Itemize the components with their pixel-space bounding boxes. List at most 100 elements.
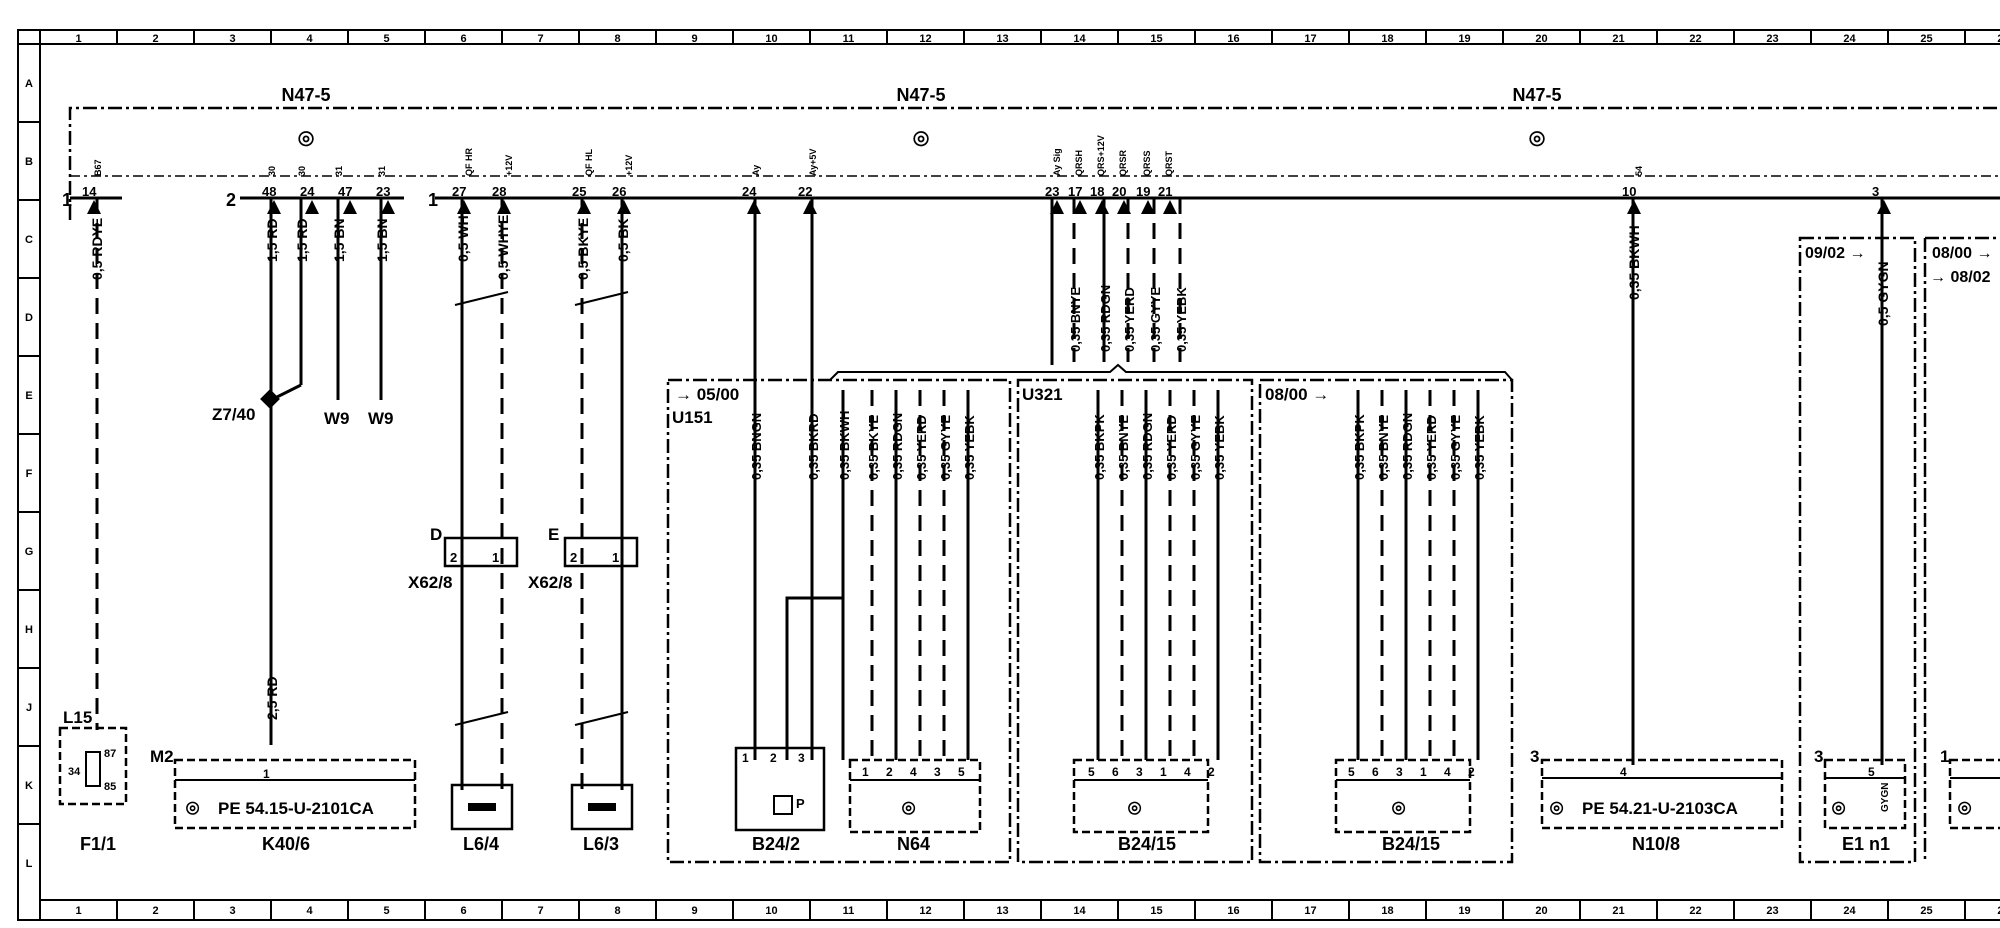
component-name: B24/2 — [752, 834, 800, 854]
grid-col-label: 11 — [843, 905, 855, 917]
pin-signal: 30 — [297, 166, 307, 176]
grid-col-label: 17 — [1304, 905, 1316, 917]
grid-col-label: 25 — [1920, 905, 1932, 917]
ground-symbol: ⌾ — [1392, 796, 1406, 821]
grid-col-label: 19 — [1458, 905, 1470, 917]
wire-label: 0,5 BK — [615, 218, 631, 262]
pin-number: 10 — [1622, 184, 1636, 199]
pin-signal: QRSH — [1074, 150, 1084, 176]
e1-box — [1798, 236, 1917, 864]
wire-label: 0,35 GYYE — [938, 415, 953, 480]
ground-label: W9 — [324, 409, 350, 428]
pin-arrow — [1073, 200, 1087, 214]
component-pin: 5 — [958, 765, 965, 779]
pin-signal: QRSS — [1142, 150, 1152, 176]
wire-label: 0,35 BKRD — [806, 414, 821, 480]
grid-col-label: 22 — [1689, 905, 1701, 917]
grid-row-label: B — [25, 156, 33, 168]
f1-relay-core — [85, 751, 101, 787]
ground-symbol: ⌾ — [1550, 796, 1564, 821]
connector-letter: D — [430, 525, 442, 544]
component-pin: 2 — [886, 765, 893, 779]
connector-pin-label: 2 — [450, 550, 457, 565]
connector-pin-label: 1 — [492, 550, 499, 565]
component-name: B24/15 — [1118, 834, 1176, 854]
grid-col-label: 2 — [152, 905, 158, 917]
n108-box — [1540, 758, 1784, 830]
variant-label: 09/02 → — [1805, 245, 1865, 262]
ground-symbol: ⌾ — [1958, 796, 1972, 821]
grid-col-label: 10 — [765, 33, 777, 45]
component-pin: 6 — [1372, 765, 1379, 779]
connector-label: X62/8 — [408, 573, 452, 592]
grid-row-label: D — [25, 312, 33, 324]
wire-label: 0,35 YEBK — [962, 415, 977, 480]
pin-arrow — [457, 200, 471, 214]
component-name: N10/8 — [1632, 834, 1680, 854]
wire-label: 0,35 YERD — [1122, 287, 1137, 352]
component-pin: 2 — [1208, 765, 1215, 779]
ground-symbol: ⌾ — [1832, 796, 1846, 821]
connector-pin-label: 1 — [612, 550, 619, 565]
wire-label: 0,35 BKYE — [866, 415, 881, 480]
connector-label: X62/8 — [528, 573, 572, 592]
wire-label: 0,35 RDGN — [890, 413, 905, 480]
pin-number: 22 — [798, 184, 812, 199]
component-pin: 4 — [1620, 765, 1627, 779]
grid-col-label: 25 — [1920, 33, 1932, 45]
component-pin: 2 — [1468, 765, 1475, 779]
pin-signal: QRSR — [1118, 149, 1128, 176]
grid-col-label: 4 — [306, 33, 313, 45]
pin-number: 47 — [338, 184, 352, 199]
ground-label: W9 — [368, 409, 394, 428]
pin-signal: QF HL — [584, 149, 594, 176]
wire-label: 0,35 GYYE — [1448, 415, 1463, 480]
component-pin: 5 — [1868, 765, 1875, 779]
component-name: L6/4 — [463, 834, 499, 854]
diagram-frame — [17, 29, 2000, 921]
wire-label: 0,35 BKPK — [1092, 414, 1107, 480]
component-tag: 1 — [1940, 747, 1949, 766]
pin-signal: Ay — [751, 165, 761, 176]
wire-label: 0,35 GYYE — [1188, 415, 1203, 480]
ground-symbol: ⌾ — [186, 796, 200, 821]
grid-col-label: 5 — [383, 33, 389, 45]
pin-arrow — [1095, 200, 1109, 214]
u151-box — [666, 378, 1012, 864]
pin-signal: QF HR — [464, 148, 474, 176]
component-tag: 3 — [1814, 747, 1823, 766]
wire-label: 0,35 BNYE — [1068, 287, 1083, 352]
pin-number: 19 — [1136, 184, 1150, 199]
pin-arrow — [343, 200, 357, 214]
shield-line — [454, 291, 509, 306]
ref-text: PE 54.15-U-2101CA — [218, 799, 374, 818]
splice-z7 — [260, 389, 280, 409]
grid-col-label: 21 — [1612, 905, 1624, 917]
component-pin: 4 — [910, 765, 917, 779]
pin-arrow — [267, 200, 281, 214]
component-pin: 1 — [862, 765, 869, 779]
pin-number: 23 — [1045, 184, 1059, 199]
grid-col-label: 18 — [1381, 33, 1393, 45]
grid-col-label: 15 — [1150, 33, 1162, 45]
grid-col-label: 19 — [1458, 33, 1470, 45]
grid-col-label: 8 — [614, 33, 620, 45]
pin-number: 27 — [452, 184, 466, 199]
pin-arrow — [1141, 200, 1155, 214]
pin-number: 21 — [1158, 184, 1172, 199]
bracket — [829, 363, 1513, 381]
pin-number: 20 — [1112, 184, 1126, 199]
variant-label: → 05/00 — [675, 385, 739, 404]
wire-label: 0,5 RDYE — [89, 218, 105, 280]
grid-col-label: 5 — [383, 905, 389, 917]
component-name: N64 — [897, 834, 930, 854]
ref-text: PE 54.21-U-2103CA — [1582, 799, 1738, 818]
wire-label: 0,35 BNYE — [1116, 415, 1131, 480]
wire-label: 0,35 YEBK — [1472, 415, 1487, 480]
grid-col-label: 23 — [1766, 33, 1778, 45]
grid-col-label: 7 — [537, 33, 543, 45]
grid-col-label: 12 — [919, 905, 931, 917]
pin-signal: +12V — [504, 155, 514, 176]
pin-number: 24 — [742, 184, 757, 199]
grid-row-label: F — [26, 468, 33, 480]
